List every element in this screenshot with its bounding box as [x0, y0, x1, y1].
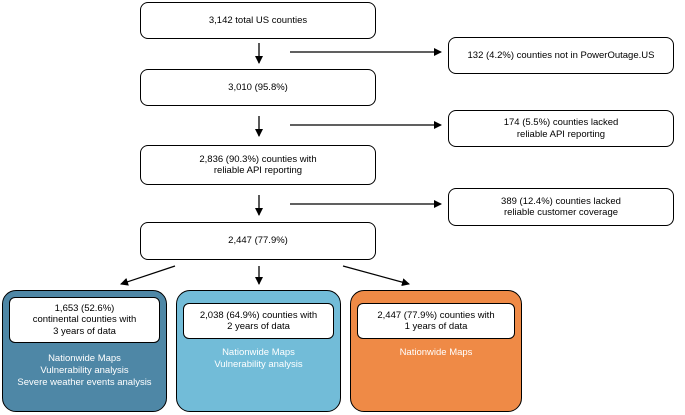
step3-box: 2,836 (90.3%) counties with reliable API…: [140, 145, 376, 185]
group-uses-two-year: Nationwide Maps Vulnerability analysis: [214, 347, 303, 370]
group-uses-continental: Nationwide Maps Vulnerability analysis S…: [17, 353, 152, 388]
arrow-to-one-year: [342, 265, 410, 287]
group-count-text-two-year: 2,038 (64.9%) counties with 2 years of d…: [199, 309, 318, 332]
total-counties-box: 3,142 total US counties: [140, 2, 376, 39]
group-panel-continental: 1,653 (52.6%) continental counties with …: [2, 290, 167, 412]
group-count-box-two-year: 2,038 (64.9%) counties with 2 years of d…: [183, 303, 334, 339]
step4-box: 2,447 (77.9%): [140, 222, 376, 260]
exclusion-text-2: 174 (5.5%) counties lacked reliable API …: [503, 117, 619, 140]
group-count-text-one-year: 2,447 (77.9%) counties with 1 years of d…: [377, 309, 495, 332]
group-count-text-continental: 1,653 (52.6%) continental counties with …: [32, 302, 137, 337]
exclusion-box-1: 132 (4.2%) counties not in PowerOutage.U…: [448, 37, 674, 74]
exclusion-box-2: 174 (5.5%) counties lacked reliable API …: [448, 110, 674, 147]
total-counties-text: 3,142 total US counties: [208, 14, 308, 26]
group-panel-two-year: 2,038 (64.9%) counties with 2 years of d…: [176, 290, 341, 412]
group-panel-one-year: 2,447 (77.9%) counties with 1 years of d…: [350, 290, 522, 412]
step3-text: 2,836 (90.3%) counties with reliable API…: [199, 153, 317, 176]
group-count-box-continental: 1,653 (52.6%) continental counties with …: [9, 297, 160, 343]
arrow-to-continental: [120, 265, 176, 286]
exclusion-text-1: 132 (4.2%) counties not in PowerOutage.U…: [467, 49, 655, 61]
step2-box: 3,010 (95.8%): [140, 69, 376, 106]
exclusion-box-3: 389 (12.4%) counties lacked reliable cus…: [448, 188, 674, 226]
group-uses-one-year: Nationwide Maps: [399, 347, 473, 358]
step2-text: 3,010 (95.8%): [228, 81, 288, 93]
step4-text: 2,447 (77.9%): [228, 235, 288, 247]
exclusion-text-3: 389 (12.4%) counties lacked reliable cus…: [501, 195, 621, 218]
group-count-box-one-year: 2,447 (77.9%) counties with 1 years of d…: [357, 303, 515, 339]
